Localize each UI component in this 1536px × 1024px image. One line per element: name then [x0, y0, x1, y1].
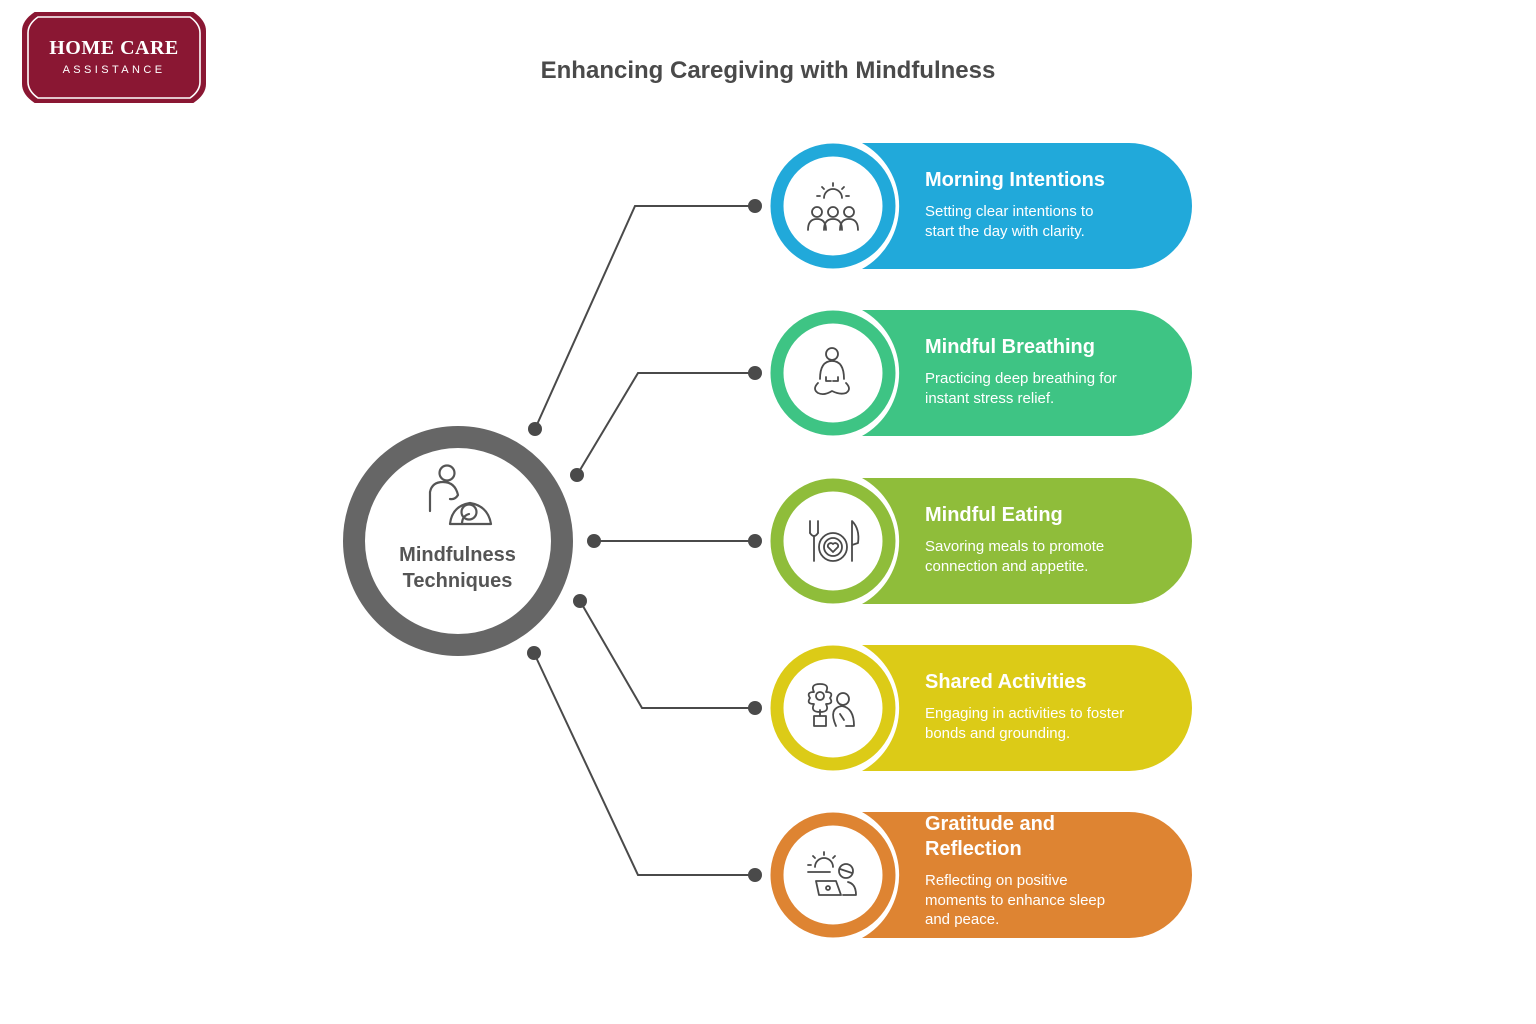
card-icon-ring [770, 143, 896, 269]
connector-dot-card-4 [748, 701, 762, 715]
flower-person-icon [807, 683, 855, 727]
card-mindful-breathing: Mindful Breathing Practicing deep breath… [925, 335, 1165, 408]
connector-dot-hub-4 [573, 594, 587, 608]
card-title: Morning Intentions [925, 169, 1105, 191]
connector-line-4 [579, 600, 755, 709]
connector-dot-hub-5 [527, 646, 541, 660]
connector-line-2 [576, 372, 755, 476]
connector-dot-hub-3 [587, 534, 601, 548]
card-shape-1 [770, 143, 1192, 269]
card-pill [862, 645, 1192, 771]
card-pill [862, 812, 1192, 938]
card-shape-3 [770, 478, 1192, 604]
hub-circle [343, 426, 573, 656]
card-description: Setting clear intentions to start the da… [925, 203, 1094, 240]
card-icon-ring [770, 812, 896, 938]
connector-line-1 [534, 205, 755, 430]
connector-dot-hub-1 [528, 422, 542, 436]
hub-label: Mindfulness Techniques [370, 542, 545, 594]
hub-label-line-2: Techniques [402, 570, 513, 592]
logo-badge-shape [22, 12, 206, 103]
card-description: Practicing deep breathing for instant st… [925, 370, 1117, 407]
card-pill [862, 310, 1192, 436]
card-title: Gratitude and Reflection [925, 813, 1056, 860]
connector-dot-hub-2 [570, 468, 584, 482]
connector-line-5 [533, 652, 755, 876]
caregiver-icon [428, 464, 493, 526]
logo-sub-text: ASSISTANCE [62, 64, 166, 76]
card-description: Savoring meals to promote connection and… [925, 538, 1105, 575]
logo-main-text: HOME CARE [49, 37, 179, 59]
card-shape-5 [770, 812, 1192, 938]
connector-dot-card-3 [748, 534, 762, 548]
connector-dot-card-2 [748, 366, 762, 380]
hub-label-line-1: Mindfulness [399, 544, 516, 566]
card-title: Shared Activities [925, 671, 1087, 693]
sunrise-group-icon [807, 182, 859, 231]
card-icon-ring [770, 478, 896, 604]
card-morning-intentions: Morning Intentions Setting clear intenti… [925, 168, 1165, 241]
meditation-icon [814, 347, 850, 396]
connector-dot-card-5 [748, 868, 762, 882]
card-gratitude-and-reflection: Gratitude and Reflection Reflecting on p… [925, 812, 1165, 930]
home-care-assistance-logo: HOME CARE ASSISTANCE [21, 11, 207, 104]
card-description: Reflecting on positive moments to enhanc… [925, 872, 1106, 928]
card-title: Mindful Eating [925, 504, 1063, 526]
card-mindful-eating: Mindful Eating Savoring meals to promote… [925, 503, 1165, 576]
sunset-reflection-icon [807, 851, 857, 896]
card-icon-ring [770, 310, 896, 436]
card-shape-2 [770, 310, 1192, 436]
card-shared-activities: Shared Activities Engaging in activities… [925, 670, 1165, 743]
card-pill [862, 143, 1192, 269]
connector-dot-card-1 [748, 199, 762, 213]
card-pill [862, 478, 1192, 604]
card-description: Engaging in activities to foster bonds a… [925, 705, 1125, 742]
plate-heart-icon [809, 520, 860, 562]
card-shape-4 [770, 645, 1192, 771]
card-icon-ring [770, 645, 896, 771]
card-title: Mindful Breathing [925, 336, 1095, 358]
page-title: Enhancing Caregiving with Mindfulness [540, 57, 996, 84]
